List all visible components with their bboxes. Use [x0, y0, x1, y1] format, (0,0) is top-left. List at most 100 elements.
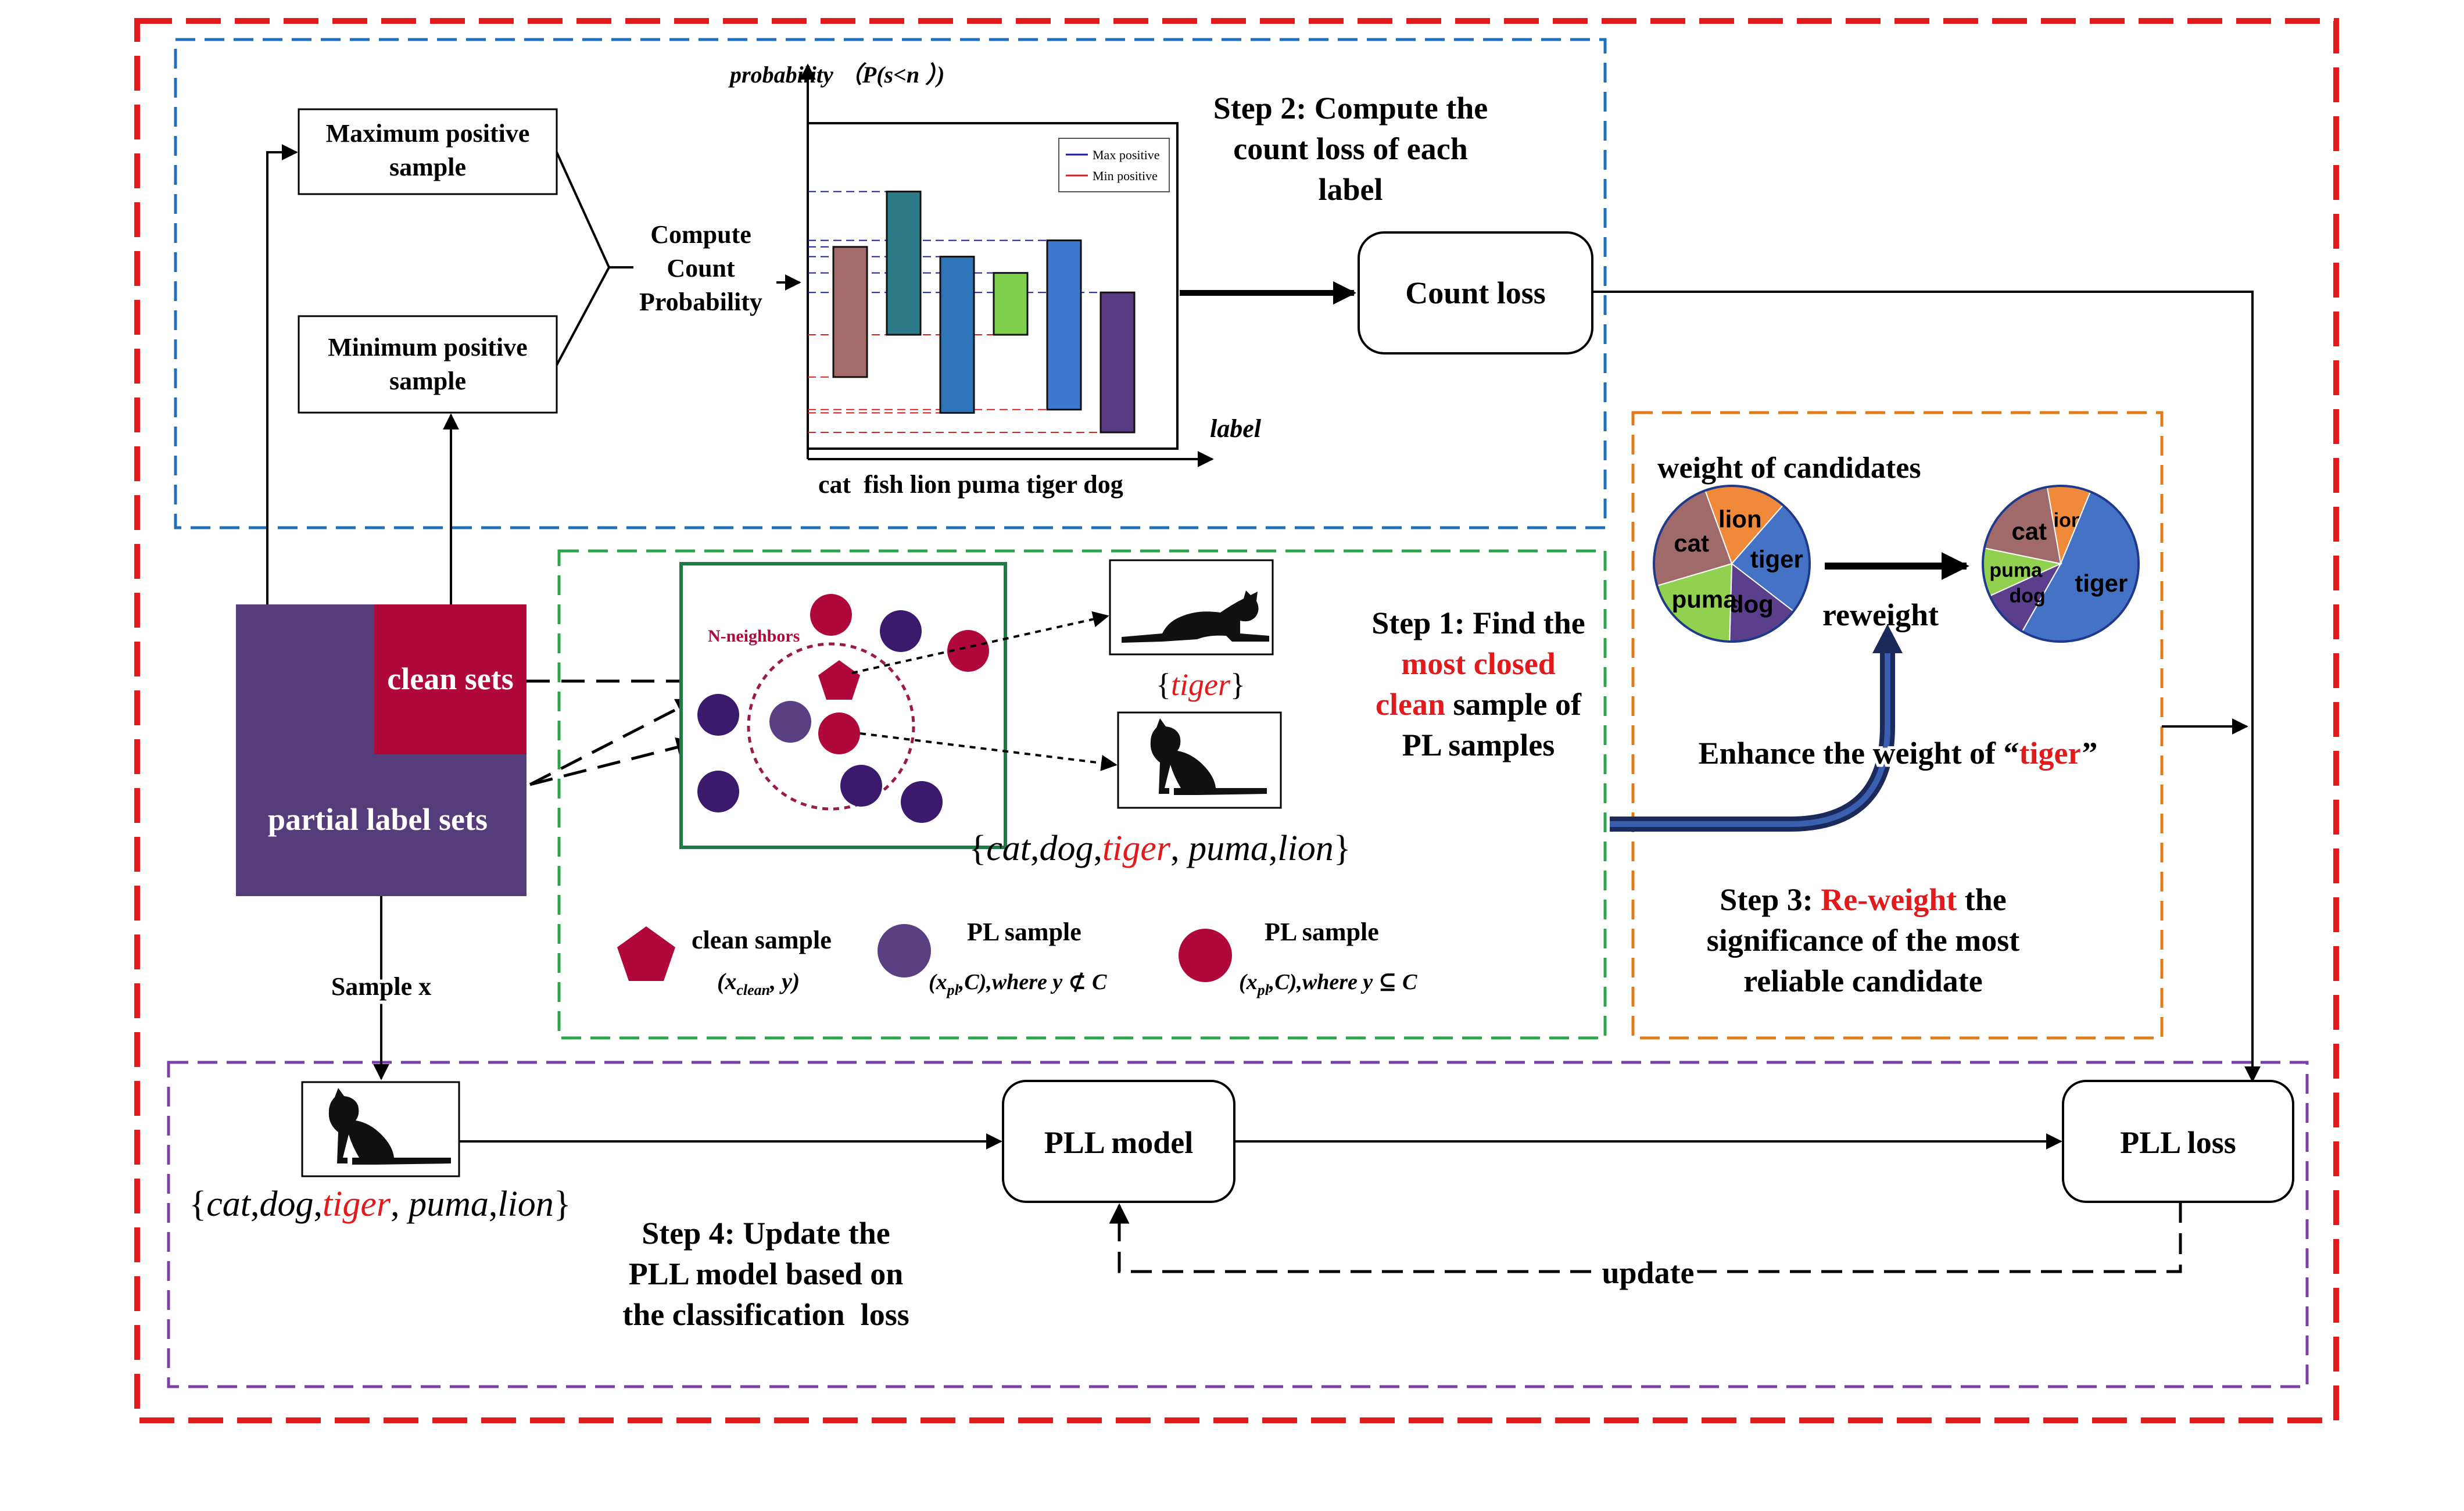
legend-pl2-label: PL sample: [1265, 918, 1379, 946]
count-probability-chart: Max positive Min positive probability （P…: [728, 62, 1262, 499]
tiger-image: [1109, 559, 1274, 656]
pie-label-puma: puma: [1672, 586, 1738, 613]
enhance-arrow-head: [1872, 624, 1903, 653]
chart-bar-lion: [939, 256, 975, 414]
neighbor-points: [697, 594, 989, 823]
step3-title-2: significance of the most: [1707, 923, 2019, 958]
pie-label-cat: cat: [1674, 529, 1709, 557]
pl-point-crimson: [810, 594, 852, 636]
pl-point-crimson: [818, 712, 860, 754]
chart-bar-fish: [886, 191, 922, 336]
chart-plot-frame: [807, 122, 1179, 450]
partial-to-neighbors-arrow-1: [529, 698, 697, 786]
step4-candidates: {cat,dog,tiger, puma,lion}: [189, 1184, 571, 1224]
cat-silhouette-icon: [328, 1088, 451, 1165]
cat-image-step4: [301, 1081, 460, 1177]
compute-count-3: Probability: [639, 288, 762, 316]
partial-label-sets-label: partial label sets: [268, 802, 488, 837]
pie-label-tiger: tiger: [1750, 545, 1803, 572]
chart-bar-dog: [1100, 291, 1136, 434]
chart-bar-tiger: [1046, 239, 1082, 411]
step2-frame: [174, 38, 1607, 529]
join-bracket: [556, 152, 611, 366]
neighbors-label: N-neighbors: [708, 626, 800, 646]
max-positive-box: Maximum positive sample: [298, 108, 558, 195]
pie-outline: [1653, 485, 1811, 643]
step1-candidates: {cat,dog,tiger, puma,lion}: [969, 829, 1351, 868]
step4-frame: [167, 1061, 2309, 1388]
cat-image-step1: [1117, 711, 1282, 809]
chart-legend: Max positive Min positive: [1058, 138, 1170, 192]
legend-pl1-formula: (xpl,C),where y ⊄ C: [929, 970, 1107, 998]
neighbor-radius: [747, 642, 915, 811]
pll-model-box: PLL model: [1002, 1080, 1235, 1203]
step2-title-3: label: [1318, 172, 1383, 207]
legend-clean-pentagon-icon: [617, 926, 675, 981]
update-label: update: [1602, 1255, 1694, 1290]
compute-count-1: Compute: [650, 220, 751, 249]
pl-point-light-purple: [769, 701, 811, 743]
max-positive-label-2: sample: [389, 153, 466, 181]
chart-x-label: label: [1210, 414, 1262, 443]
legend-max-positive: Max positive: [1093, 148, 1160, 162]
clean-sample-pentagon: [818, 660, 860, 700]
weight-candidates-title: weight of candidates: [1657, 452, 1921, 485]
count-loss-box: Count loss: [1358, 231, 1593, 355]
pl-point-purple: [880, 610, 922, 652]
step4-title-3: the classification loss: [622, 1297, 909, 1332]
pie-label-cat: cat: [2011, 517, 2047, 545]
pl-point-purple: [697, 694, 739, 736]
reweight-label: reweight: [1822, 597, 1939, 632]
clean-sets-label: clean sets: [387, 661, 513, 696]
min-positive-label-2: sample: [389, 367, 466, 395]
min-positive-label-1: Minimum positive: [328, 333, 527, 361]
step1-title-3: clean sample of: [1376, 687, 1582, 722]
clean-sets-block: [374, 604, 527, 754]
legend-pl-crimson-icon: [1179, 929, 1232, 982]
legend-pl1-label: PL sample: [967, 918, 1081, 946]
enhance-curved-arrow-inner: [1610, 650, 1890, 827]
chart-bar-cat: [832, 246, 868, 378]
pl-point-purple: [697, 771, 739, 812]
pie-label-dog: dog: [2009, 585, 2045, 607]
legend-clean-formula: (xclean, y): [717, 968, 800, 998]
legend-min-positive: Min positive: [1093, 169, 1158, 183]
pl-point-purple: [901, 781, 943, 823]
pie-label-tiger: tiger: [2075, 570, 2128, 597]
step2-title-1: Step 2: Compute the: [1213, 91, 1488, 126]
enhance-label: Enhance the weight of “tiger”: [1699, 736, 2098, 771]
cat-silhouette-icon: [1150, 718, 1267, 795]
step1-title-2: most closed: [1401, 646, 1555, 681]
point-to-cat-arrow: [859, 732, 1118, 771]
pl-point-crimson: [947, 630, 989, 672]
chart-bar-puma: [993, 272, 1029, 336]
step4-title-1: Step 4: Update the: [642, 1216, 890, 1251]
pie-outline: [1982, 485, 2140, 643]
pll-model-label: PLL model: [1044, 1125, 1194, 1160]
step3-title-3: reliable candidate: [1743, 964, 1983, 998]
step4-title-2: PLL model based on: [629, 1256, 904, 1291]
min-positive-box: Minimum positive sample: [298, 315, 558, 414]
pie-label-puma: puma: [1989, 560, 2043, 582]
pie-label-lion: lion: [1718, 506, 1762, 533]
update-feedback-line: [1109, 1202, 2182, 1273]
partial-to-neighbors-arrow-2: [529, 737, 697, 786]
step1-legend: clean sample (xclean, y) PL sample (xpl,…: [617, 918, 1417, 998]
step1-frame: [557, 549, 1607, 1040]
max-positive-label-1: Maximum positive: [326, 119, 530, 148]
compute-count-2: Count: [667, 254, 735, 282]
tiger-set: {tiger}: [1156, 667, 1245, 702]
legend-clean-label: clean sample: [692, 926, 832, 954]
sample-x-label: Sample x: [331, 972, 431, 1001]
countloss-to-pllloss-line: [1592, 291, 2261, 1083]
count-loss-label: Count loss: [1405, 275, 1546, 310]
pll-loss-label: PLL loss: [2120, 1125, 2236, 1160]
pie-label-dog: dog: [1729, 590, 1774, 618]
step2-title-2: count loss of each: [1233, 131, 1468, 166]
pl-point-purple: [840, 765, 882, 807]
outer-frame: [134, 18, 2339, 1423]
step3-frame: [1631, 411, 2164, 1040]
